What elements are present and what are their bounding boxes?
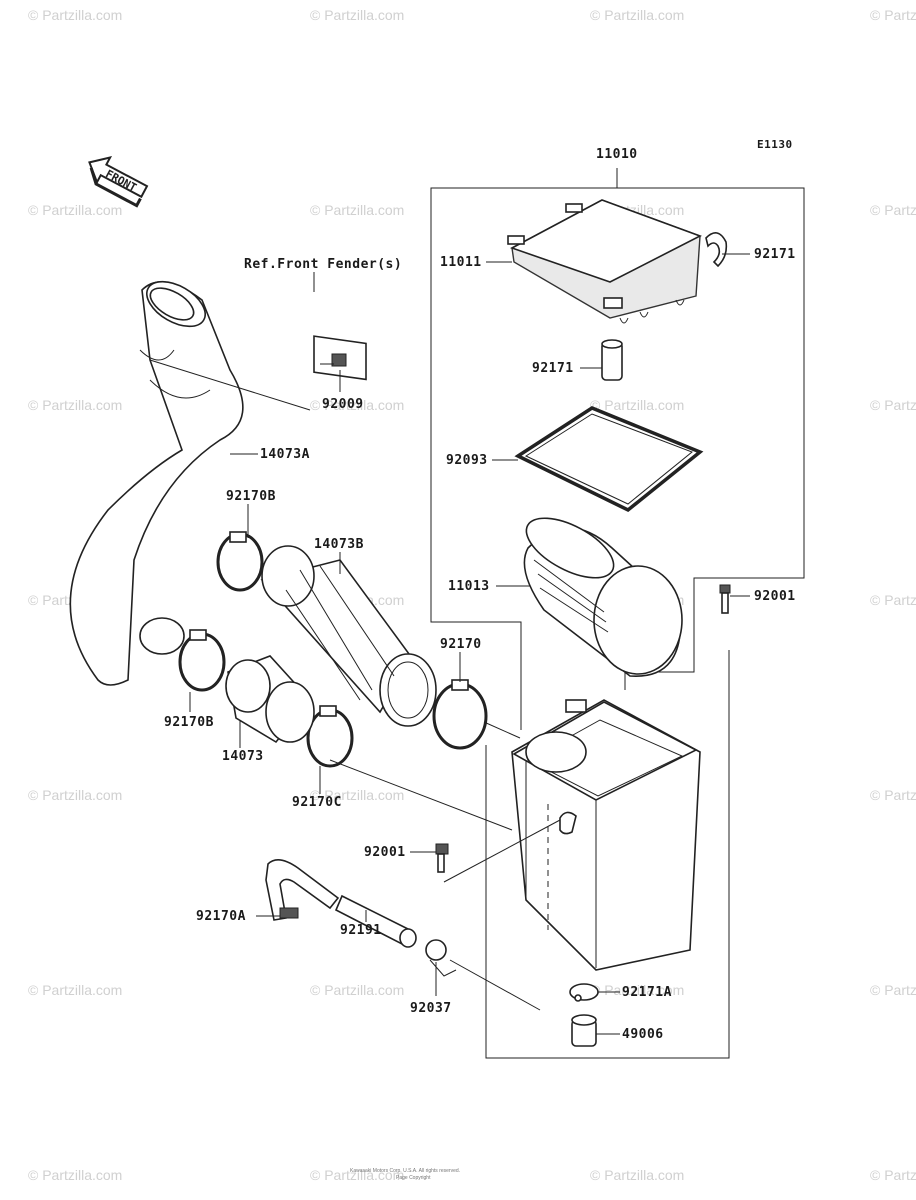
watermark: © Partzilla.com xyxy=(870,592,916,608)
watermark: © Partzilla.com xyxy=(590,982,684,998)
watermark: © Partzilla.com xyxy=(870,7,916,23)
callout-92170b-low: 92170B xyxy=(164,715,214,730)
filter-element xyxy=(523,517,683,677)
callout-labels: 11010 11011 92171 92171 92093 11013 9200… xyxy=(164,147,796,1042)
pin-92171 xyxy=(601,339,623,381)
watermark: © Partzilla.com xyxy=(28,202,122,218)
callout-14073: 14073 xyxy=(222,749,264,764)
watermark: © Partzilla.com xyxy=(590,1167,684,1183)
clip-92171-top xyxy=(705,232,728,268)
clamp-92170c xyxy=(306,705,354,768)
watermark: © Partzilla.com xyxy=(310,1167,404,1183)
diagram-code: E1130 xyxy=(757,138,793,151)
watermark: © Partzilla.com xyxy=(310,982,404,998)
callout-92171-top: 92171 xyxy=(754,247,796,262)
clamp-92170b-low xyxy=(178,629,226,692)
intake-duct-14073b xyxy=(260,545,437,727)
intake-duct-14073a xyxy=(69,280,311,686)
clamp-92170b-top xyxy=(216,531,264,592)
watermark: © Partzilla.com xyxy=(28,787,122,803)
seal-92093 xyxy=(514,406,704,513)
watermark: © Partzilla.com xyxy=(310,787,404,803)
callout-11011: 11011 xyxy=(440,255,482,270)
callout-92170a: 92170A xyxy=(196,909,246,924)
callout-92170b-top: 92170B xyxy=(226,489,276,504)
watermark: © Partzilla.com xyxy=(28,397,122,413)
drain-hose xyxy=(265,859,417,948)
front-arrow-icon: FRONT xyxy=(88,156,149,208)
clamp-92170 xyxy=(432,679,488,750)
leader-lines xyxy=(189,253,750,1035)
callout-92093: 92093 xyxy=(446,453,488,468)
callout-11010: 11010 xyxy=(596,147,638,162)
bolt-92009 xyxy=(320,353,347,367)
callout-14073b: 14073B xyxy=(314,537,364,552)
watermark: © Partzilla.com xyxy=(590,397,684,413)
bolt-92001-right xyxy=(719,584,731,614)
callout-14073a: 14073A xyxy=(260,447,310,462)
watermark: © Partzilla.com xyxy=(590,7,684,23)
callout-92191: 92191 xyxy=(340,923,382,938)
watermark: © Partzilla.com xyxy=(28,7,122,23)
callout-ref-front-fender: Ref.Front Fender(s) xyxy=(244,257,402,272)
footer-line-2: Page Copyright xyxy=(396,1175,431,1181)
footer-line-1: Kawasaki Motors Corp. U.S.A. All rights … xyxy=(350,1168,460,1174)
air-box-case xyxy=(511,699,701,971)
callout-49006: 49006 xyxy=(622,1027,664,1042)
callout-92001-right: 92001 xyxy=(754,589,796,604)
callout-92170c: 92170C xyxy=(292,795,342,810)
watermark: © Partzilla.com xyxy=(310,202,404,218)
watermark: © Partzilla.com xyxy=(28,982,122,998)
bolt-92001-mid xyxy=(435,843,449,873)
watermark: © Partzilla.com xyxy=(870,982,916,998)
watermark: © Partzilla.com xyxy=(870,202,916,218)
callout-92037: 92037 xyxy=(410,1001,452,1016)
callout-92171a: 92171A xyxy=(622,985,672,1000)
intake-duct-14073 xyxy=(225,655,315,744)
callout-92171-mid: 92171 xyxy=(532,361,574,376)
watermark: © Partzilla.com xyxy=(28,1167,122,1183)
watermark: © Partzilla.com xyxy=(870,397,916,413)
watermark: © Partzilla.com xyxy=(870,787,916,803)
watermark: © Partzilla.com xyxy=(310,397,404,413)
callout-11013: 11013 xyxy=(448,579,490,594)
watermark: © Partzilla.com xyxy=(310,7,404,23)
clamp-92037 xyxy=(425,939,457,977)
callout-92001-mid: 92001 xyxy=(364,845,406,860)
clip-92171a xyxy=(569,983,599,1002)
callout-92009: 92009 xyxy=(322,397,364,412)
callout-92170: 92170 xyxy=(440,637,482,652)
watermark: © Partzilla.com xyxy=(870,1167,916,1183)
air-cleaner-cover xyxy=(507,199,702,324)
cap-49006 xyxy=(571,1014,597,1047)
